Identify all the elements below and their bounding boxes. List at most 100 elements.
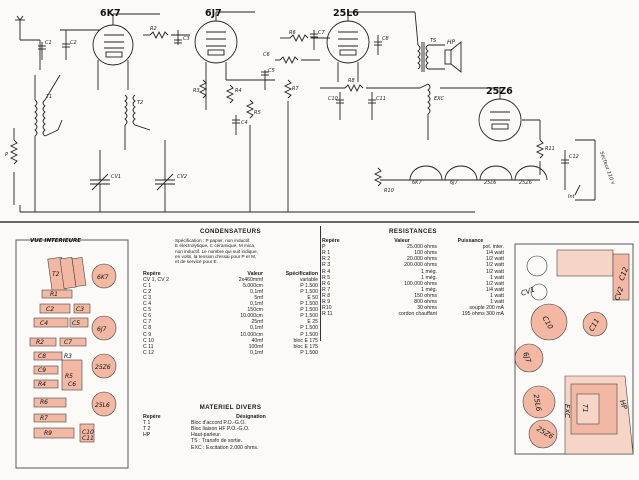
- interior-label-c8: C8: [38, 353, 46, 360]
- table-row: R10 30 ohms souple 200 mA: [322, 305, 504, 311]
- tube-label-6j7: 6J7: [205, 8, 222, 19]
- interior-label-r5: R5: [65, 373, 73, 380]
- table-cell: C 3: [143, 294, 152, 301]
- interior-label-c6: C6: [68, 381, 76, 388]
- table-cell: CV 1, CV 2: [143, 276, 169, 283]
- table-cell: 10.000cm: [240, 331, 263, 338]
- label-t1: T1: [46, 94, 52, 100]
- interior-label-r3: R3: [64, 353, 72, 360]
- table-cell: T 1: [143, 420, 151, 427]
- interior-title: VUE INTERIEURE: [30, 238, 81, 244]
- table-cell: 1/4 watt: [485, 250, 504, 257]
- tube-label-25z6: 25Z6: [486, 86, 513, 97]
- label-r11: R11: [545, 146, 555, 152]
- table-cell: C 5: [143, 307, 152, 314]
- table-cell: P: [322, 244, 326, 251]
- rear-layout-view: C12 C10 C11 6J7 25L6 25Z6 EXC T1 HP CV2 …: [514, 243, 634, 455]
- table-cell: C 10: [143, 337, 154, 344]
- interior-label-25l6: 25L6: [95, 402, 110, 409]
- table-cell: 0,1mf: [250, 349, 263, 356]
- rear-label-hp: HP: [618, 399, 629, 411]
- condensateurs-title: CONDENSATEURS: [199, 228, 262, 235]
- spec-line: en volts, la tension d'essai pour P et M…: [175, 253, 257, 259]
- interior-label-c5: C5: [72, 320, 80, 327]
- label-c4: C4: [241, 120, 248, 126]
- table-cell: 20.000 ohms: [407, 256, 437, 263]
- resistances-title: RESISTANCES: [389, 228, 437, 235]
- table-cell: souple 200 mA: [469, 305, 504, 312]
- table-cell: 25mf: [251, 319, 263, 326]
- interior-label-c7: C7: [64, 339, 72, 346]
- filament-25z6: 25Z6: [519, 180, 532, 186]
- interior-label-r4: R4: [38, 381, 46, 388]
- interior-label-c11: C11: [82, 435, 94, 442]
- circuit-schematic: 6K7 6J7 25L6 25Z6 C1 C2 T1 P CV1 T2 CV2 …: [0, 8, 639, 223]
- interior-label-c2: C2: [46, 306, 54, 313]
- table-cell: 150cm: [247, 307, 263, 314]
- table-cell: 1/2 watt: [485, 256, 504, 263]
- table-cell: 100 ohms: [414, 250, 437, 257]
- table-cell: 0,1mf: [250, 288, 263, 295]
- table-cell: 800 ohms: [414, 299, 437, 306]
- label-c10: C10: [328, 96, 338, 102]
- label-c12: C12: [569, 154, 579, 160]
- label-int: Int: [568, 194, 576, 200]
- interior-label-r1: R1: [50, 291, 58, 298]
- label-r4: R4: [235, 88, 242, 94]
- table-cell: 195 ohms 300 mA: [461, 311, 504, 318]
- table-cell: 200.000 ohms: [404, 262, 437, 269]
- col-header: Désignation: [236, 414, 266, 421]
- table-cell: 40mf: [251, 337, 263, 344]
- label-cv1: CV1: [111, 174, 121, 180]
- filament-6j7: 6J7: [450, 180, 459, 186]
- label-ts: TS: [430, 38, 437, 44]
- rear-label-t1: T1: [581, 404, 589, 413]
- tube-label-6k7: 6K7: [100, 8, 121, 19]
- table-cell: [143, 445, 191, 451]
- spec-line: et de service pour E.: [175, 259, 218, 265]
- spec-line: non inductif. Le nombre qui suit indique…: [175, 248, 258, 254]
- interior-label-t2: T2: [52, 271, 60, 278]
- table-cell: P 1.500: [300, 282, 318, 289]
- table-cell: 10.000cm: [240, 313, 263, 320]
- label-c11: C11: [376, 96, 386, 102]
- table-cell: 1 watt: [490, 274, 504, 281]
- table-cell: 1/2 watt: [485, 262, 504, 269]
- table-cell: P 1.500: [300, 349, 318, 356]
- interior-label-c3: C3: [76, 306, 84, 313]
- col-header: Spécification: [285, 270, 318, 277]
- table-cell: R 11: [322, 311, 333, 318]
- table-cell: C 1: [143, 282, 152, 289]
- interior-label-c10: C10: [82, 429, 94, 436]
- table-cell: C 4: [143, 301, 152, 308]
- table-cell: C 9: [143, 331, 152, 338]
- table-cell: pot. inter.: [482, 244, 504, 251]
- table-cell: 100mf: [248, 343, 263, 350]
- condensateurs-table: CONDENSATEURS Spécification : P papier, …: [143, 228, 318, 356]
- table-cell: R10: [322, 305, 332, 312]
- label-cv2: CV2: [177, 174, 187, 180]
- col-header: Valeur: [394, 238, 410, 245]
- table-cell: P 1.500: [300, 307, 318, 314]
- table-cell: 30 ohms: [417, 305, 437, 312]
- label-r7: R7: [292, 86, 299, 92]
- materiel-title: MATERIEL DIVERS: [199, 404, 262, 411]
- table-cell: Bloc d'accord P.O.-G.O.: [191, 420, 246, 427]
- label-c8: C8: [382, 36, 389, 42]
- table-cell: P 1.500: [300, 313, 318, 320]
- label-r8: R8: [348, 78, 355, 84]
